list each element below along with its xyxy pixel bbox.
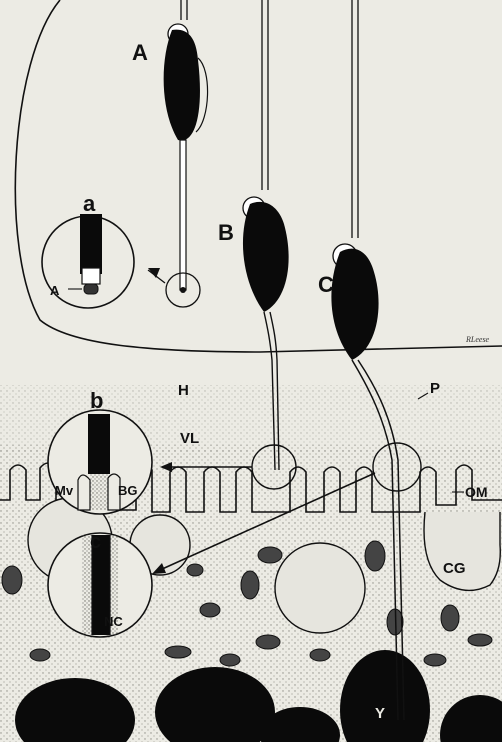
label-cell-b: B (218, 220, 234, 245)
label-cg: CG (443, 560, 466, 577)
label-p: P (430, 380, 440, 397)
label-inset-c: c (90, 531, 101, 553)
label-h: H (178, 382, 189, 399)
mitochondrion (187, 564, 203, 576)
label-mv: Mv (55, 483, 74, 498)
label-y: Y (375, 705, 385, 722)
mitochondrion (310, 649, 330, 661)
mitochondrion (165, 646, 191, 658)
mitochondrion (256, 635, 280, 649)
artist-signature: RLeese (465, 335, 490, 344)
mitochondrion (200, 603, 220, 617)
mitochondrion (258, 547, 282, 563)
mitochondrion (468, 634, 492, 646)
mitochondrion (241, 571, 259, 599)
inset-b (48, 410, 152, 514)
mitochondrion (30, 649, 50, 661)
mitochondrion (424, 654, 446, 666)
label-cell-c: C (318, 272, 334, 297)
mitochondrion (2, 566, 22, 594)
mitochondrion (220, 654, 240, 666)
label-cell-a: A (132, 40, 148, 65)
mitochondrion (441, 605, 459, 631)
label-a-inset: A (50, 283, 60, 298)
acrosomal-process (180, 140, 186, 290)
label-nc: NC (104, 614, 123, 629)
mitochondrion (365, 541, 385, 571)
label-om: OM (465, 484, 488, 500)
label-bg: BG (118, 483, 138, 498)
label-inset-a: a (83, 191, 96, 216)
label-inset-b: b (90, 388, 103, 413)
vesicle-3 (275, 543, 365, 633)
label-vl: VL (180, 430, 199, 447)
